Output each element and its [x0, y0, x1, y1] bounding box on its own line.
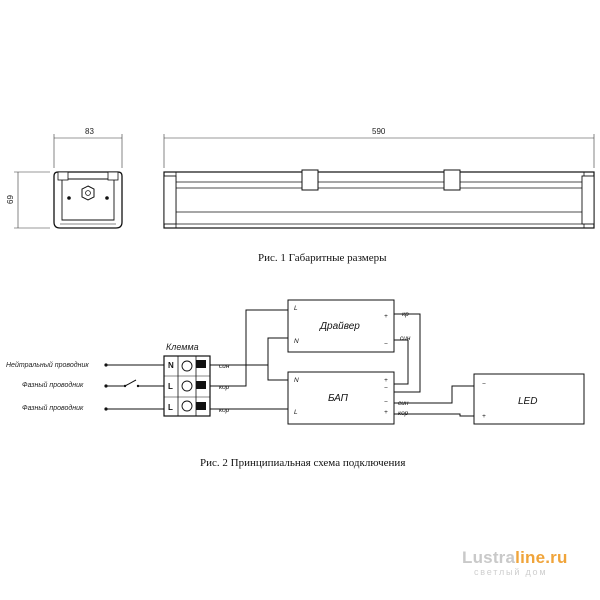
led-title: LED	[518, 396, 537, 407]
input-wires	[104, 363, 164, 411]
watermark-logo: Lustraline.ru светлый дом	[462, 548, 592, 588]
dimension-length: 590	[163, 127, 595, 168]
figure-2-wiring: Нейтральный проводник Фазный проводник Ф…	[6, 299, 585, 469]
terminal-block: Клемма N L L	[163, 342, 211, 417]
watermark-tagline: светлый дом	[474, 567, 548, 577]
phase-wire-label-2: Фазный проводник	[22, 404, 84, 412]
bap-title: БАП	[328, 393, 349, 404]
dimension-height: 69	[6, 171, 50, 229]
bap-in-minus: −	[384, 385, 388, 392]
bap-out-plus: +	[384, 409, 388, 416]
watermark-brand: Lustraline.ru	[462, 548, 568, 568]
figure-1-dimensions: 83 69 590 Рис. 1 Габар	[6, 127, 595, 264]
height-dimension-label: 69	[6, 195, 15, 204]
terminal-out-label-3: кор	[219, 407, 230, 414]
figure-1-caption: Рис. 1 Габаритные размеры	[258, 252, 387, 264]
driver-box: L N Драйвер + −	[287, 299, 395, 353]
terminal-out-label-1: син	[219, 363, 230, 370]
dimension-width: 83	[53, 127, 123, 168]
width-dimension-label: 83	[85, 127, 94, 136]
bap-pin-n: N	[294, 377, 299, 384]
terminal-out-label-2: кор	[219, 384, 230, 391]
length-dimension-label: 590	[372, 127, 386, 136]
driver-out-plus: +	[384, 313, 388, 320]
driver-title: Драйвер	[319, 321, 360, 332]
bap-out-minus: −	[384, 399, 388, 406]
terminal-pin-l1: L	[168, 382, 173, 391]
terminal-label: Клемма	[166, 342, 199, 352]
side-view-drawing	[163, 169, 595, 229]
bap-box: N L БАП + − − +	[287, 371, 395, 425]
figure-2-caption: Рис. 2 Принципиальная схема подключения	[200, 457, 405, 469]
driver-pin-n: N	[294, 338, 299, 345]
led-box: − + LED	[473, 373, 585, 425]
bap-pin-l: L	[294, 409, 298, 416]
watermark-brand-b: line.ru	[515, 548, 568, 567]
bap-in-plus: +	[384, 377, 388, 384]
end-profile-drawing	[53, 171, 123, 229]
driver-pin-l: L	[294, 305, 298, 312]
connection-wires	[210, 309, 474, 417]
terminal-pin-n: N	[168, 361, 174, 370]
led-pin-plus: +	[482, 413, 486, 420]
driver-out-minus: −	[384, 341, 388, 348]
switch-icon	[123, 379, 140, 388]
led-pin-minus: −	[482, 381, 486, 388]
driver-out-minus-wire-label: син	[400, 335, 411, 342]
terminal-pin-l2: L	[168, 403, 173, 412]
neutral-wire-label: Нейтральный проводник	[6, 361, 89, 369]
phase-wire-label-1: Фазный проводник	[22, 381, 84, 389]
watermark-brand-a: Lustra	[462, 548, 516, 567]
